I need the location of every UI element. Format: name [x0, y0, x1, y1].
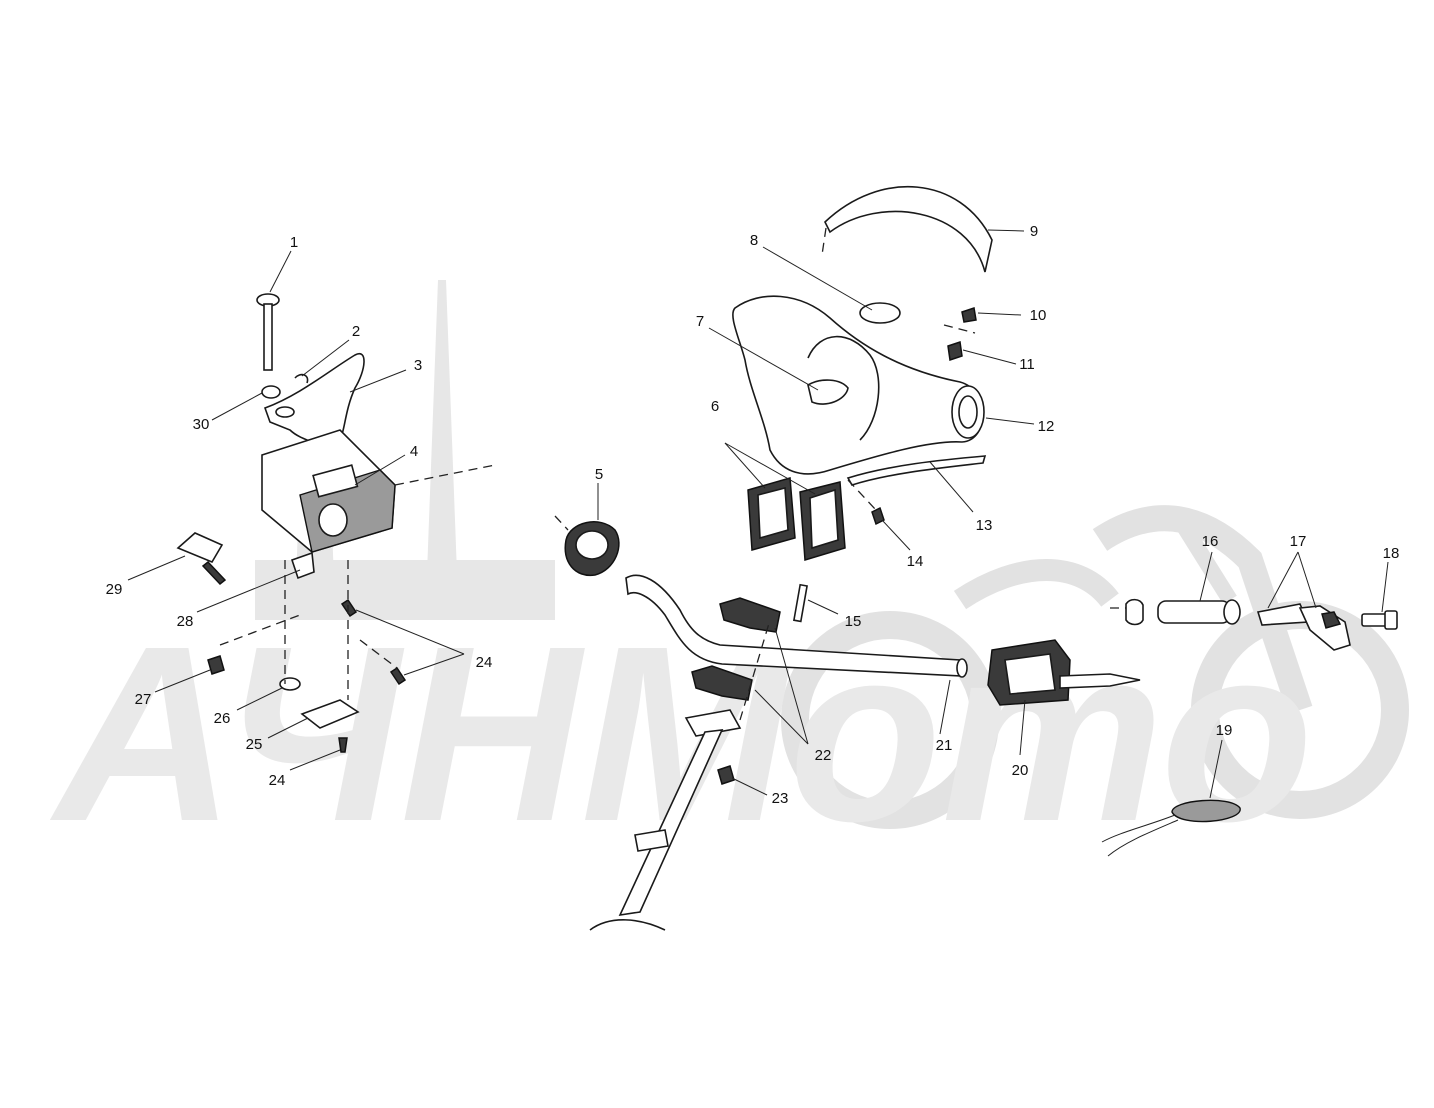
callout-30: 30: [193, 416, 210, 433]
part-29-block: [176, 532, 227, 586]
callout-17: 17: [1290, 533, 1307, 550]
part-13-strip: [846, 455, 987, 486]
part-24-screw-a: [340, 598, 358, 618]
callout-25: 25: [246, 736, 263, 753]
part-16-grip: [1125, 598, 1241, 626]
leader-lines: [127, 229, 1389, 799]
callout-29: 29: [106, 581, 123, 598]
callout-6: 6: [711, 398, 719, 415]
callout-28: 28: [177, 613, 194, 630]
callout-20: 20: [1012, 762, 1029, 779]
part-2-clip: [294, 373, 309, 384]
callout-13: 13: [976, 517, 993, 534]
part-19-cable: [1101, 799, 1241, 857]
callout-26: 26: [214, 710, 231, 727]
left-assembly: [176, 293, 496, 753]
part-23-nut: [717, 765, 735, 785]
callout-27: 27: [135, 691, 152, 708]
part-12-pad: [732, 295, 985, 475]
callout-18: 18: [1383, 545, 1400, 562]
callout-3: 3: [414, 357, 422, 374]
callout-15: 15: [845, 613, 862, 630]
callout-10: 10: [1030, 307, 1047, 324]
callout-11: 11: [1019, 356, 1035, 373]
callout-8: 8: [750, 232, 758, 249]
part-6-clamps: [747, 477, 846, 561]
part-24-screw-c: [338, 737, 348, 753]
part-5-cap: [564, 521, 620, 577]
part-22-clamp-lower: [691, 665, 753, 701]
part-21-handlebar: [625, 574, 968, 678]
part-20-throttle-housing: [987, 639, 1141, 706]
part-3-bracket: [263, 352, 365, 445]
callout-2: 2: [352, 323, 360, 340]
part-8-insert: [859, 302, 901, 324]
part-24-screw-b: [389, 666, 407, 686]
part-27-nut: [207, 655, 225, 675]
steering-stem: [589, 709, 742, 931]
right-assembly: [987, 598, 1398, 857]
part-9-strip: [824, 185, 993, 273]
part-25-plate: [300, 699, 360, 729]
callout-14: 14: [907, 553, 924, 570]
callout-16: 16: [1202, 533, 1219, 550]
center-assembly: [554, 185, 993, 931]
part-14-screw: [871, 506, 885, 526]
part-26-clip: [279, 677, 301, 691]
part-15-bolt: [792, 583, 808, 623]
callout-21: 21: [936, 737, 953, 754]
callout-23: 23: [772, 790, 789, 807]
part-18-bolt: [1361, 610, 1398, 630]
part-17-caps: [1256, 603, 1351, 651]
callout-24-right: 24: [476, 654, 493, 671]
callout-19: 19: [1216, 722, 1233, 739]
callout-1: 1: [290, 234, 298, 251]
part-30-washer: [261, 385, 281, 399]
callout-12: 12: [1038, 418, 1055, 435]
callout-labels: 1 2 3 30 4 29 28 24 27 26 25 24 5 6 7 8 …: [106, 223, 1400, 807]
part-10-nut: [961, 307, 977, 323]
callout-22: 22: [815, 747, 832, 764]
callout-9: 9: [1030, 223, 1038, 240]
part-4-housing: [261, 429, 396, 553]
part-1-bolt: [256, 293, 280, 371]
callout-5: 5: [595, 466, 603, 483]
callout-24-bottom: 24: [269, 772, 286, 789]
callout-7: 7: [696, 313, 704, 330]
callout-4: 4: [410, 443, 418, 460]
part-11-nut: [947, 341, 963, 361]
